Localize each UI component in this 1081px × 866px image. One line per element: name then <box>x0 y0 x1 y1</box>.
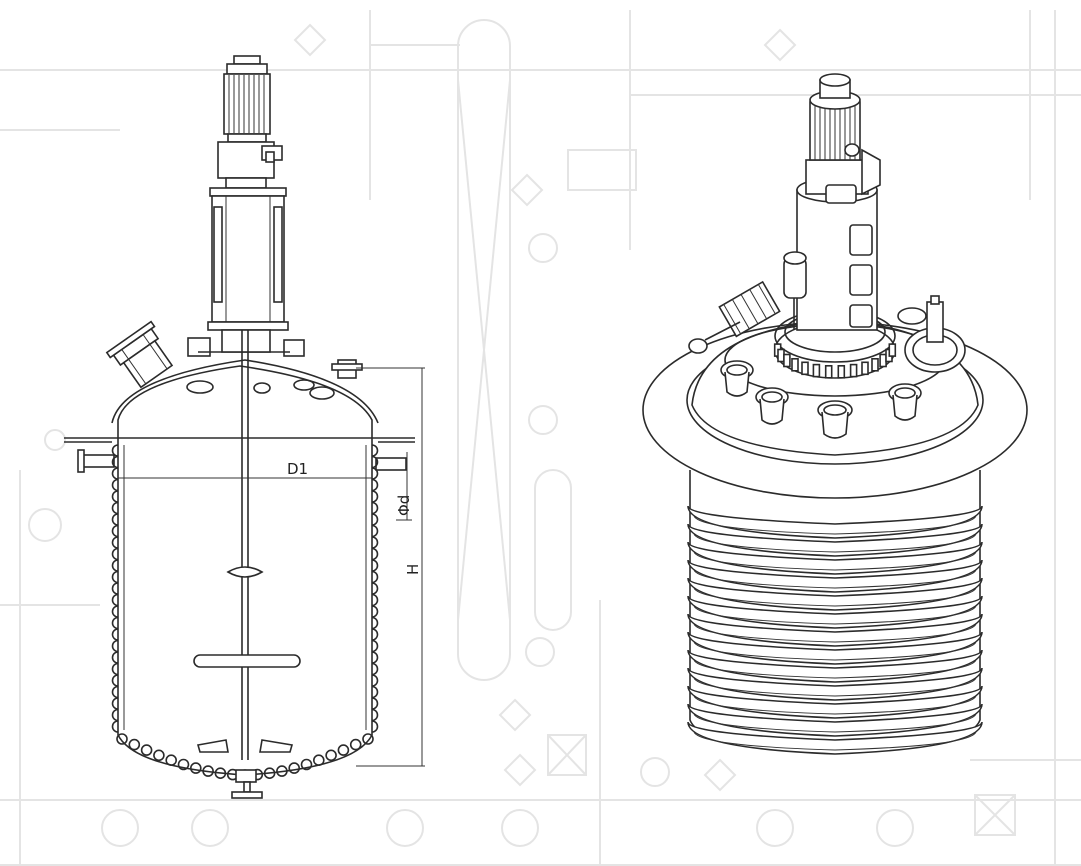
background-schematic <box>0 10 1081 866</box>
half-pipe-coil-left <box>111 444 379 733</box>
half-pipe-coil-bottom <box>116 733 374 781</box>
agitator-left <box>193 330 301 799</box>
height-label: H <box>404 564 422 575</box>
isometric-coil-rings <box>687 470 983 755</box>
motor-left <box>207 55 289 331</box>
nozzle-diameter-label: Φd <box>395 495 413 516</box>
dimensions-left: D1 Φd H <box>118 367 425 767</box>
reactor-front-elevation: D1 Φd H <box>64 55 425 799</box>
diameter-label: D1 <box>287 460 308 478</box>
isometric-motor <box>783 73 881 331</box>
isometric-nozzles <box>688 280 966 439</box>
manway-left <box>105 320 363 389</box>
reactor-isometric-view <box>642 73 1028 755</box>
